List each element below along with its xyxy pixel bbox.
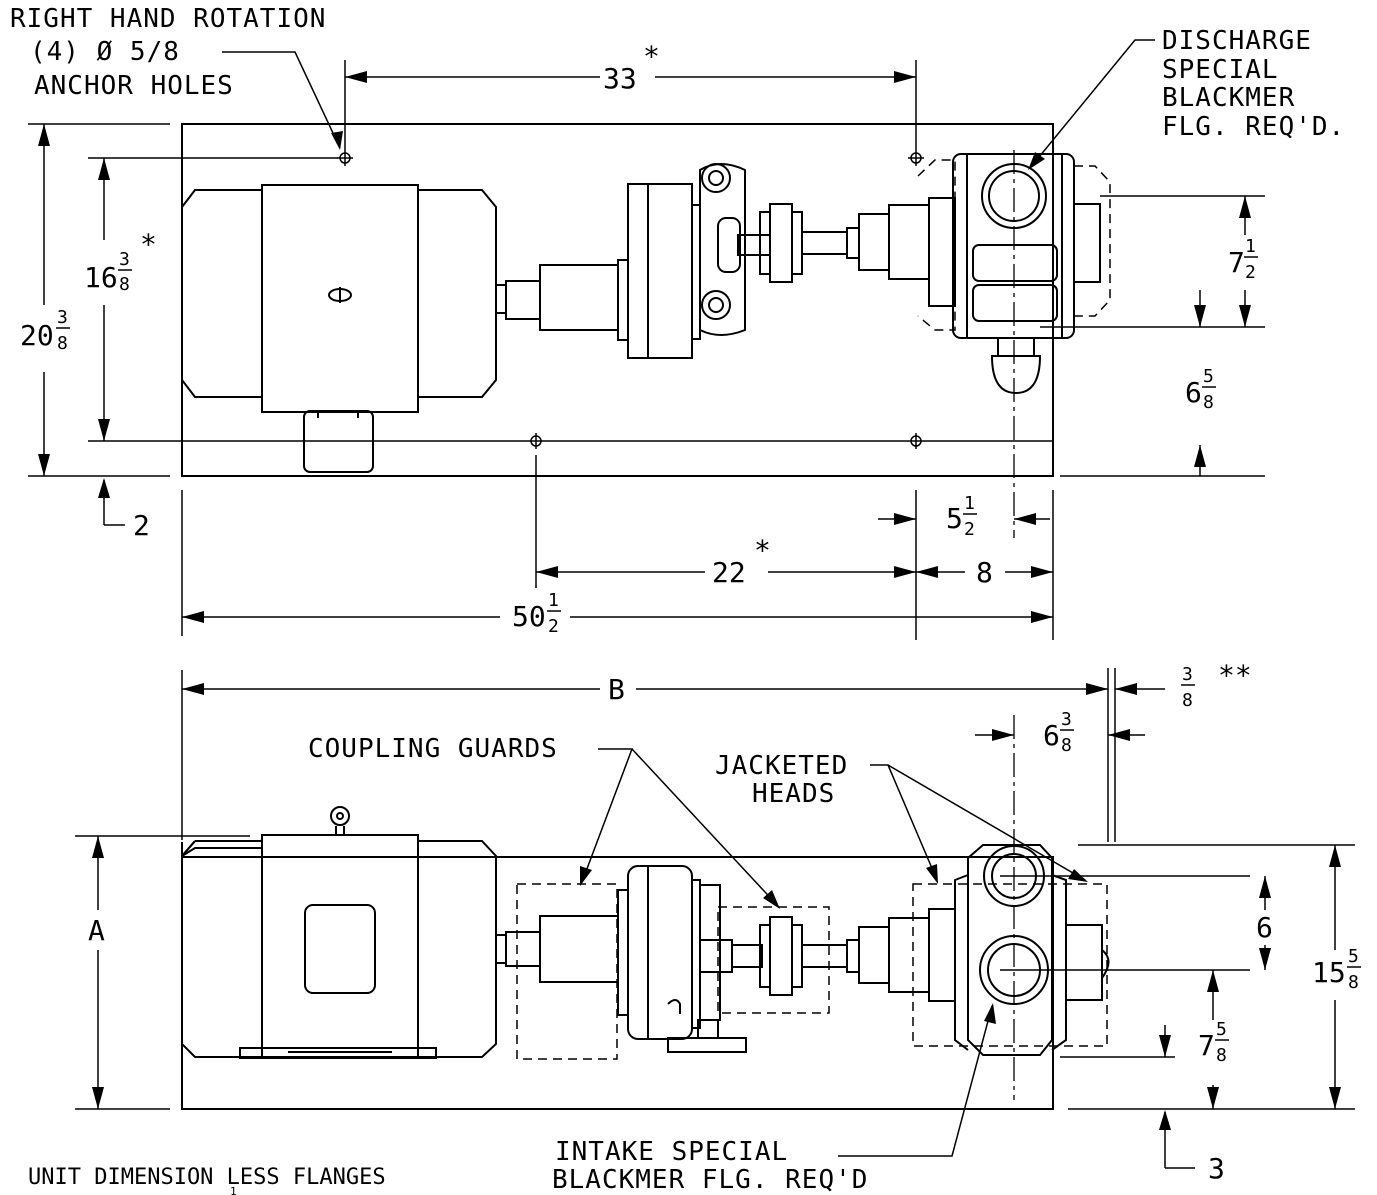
dim-50-den: 2 <box>548 616 559 637</box>
dim-7b-den: 8 <box>1216 1045 1227 1066</box>
labels: RIGHT HAND ROTATION (4) Ø 5/8 ANCHOR HOL… <box>10 4 1361 1195</box>
dim-2: 2 <box>133 509 150 542</box>
dim-3: 3 <box>1208 1152 1225 1185</box>
dim-7b-whole: 7 <box>1198 1029 1215 1062</box>
dim-8: 8 <box>976 556 993 589</box>
coupling-guard-1 <box>516 883 618 1060</box>
dim-6a-num: 5 <box>1203 366 1214 387</box>
discharge-special: SPECIAL <box>1162 55 1279 85</box>
dim-50-whole: 50 <box>512 600 546 633</box>
dim-7b-num: 5 <box>1216 1019 1227 1040</box>
dim-3-8-mark: ** <box>1218 659 1252 692</box>
coupling-plan <box>759 203 860 283</box>
dim-33-mark: * <box>643 40 660 73</box>
dim-20-num: 3 <box>57 307 68 328</box>
dim-16-whole: 16 <box>84 261 118 294</box>
coupling-guards-label: COUPLING GUARDS <box>308 734 558 764</box>
discharge-blackmer: BLACKMER <box>1162 83 1295 113</box>
elevation-view <box>181 715 1250 1110</box>
unit-dimension-note: UNIT DIMENSION LESS FLANGES <box>28 1165 386 1190</box>
dim-5-num: 1 <box>964 493 975 514</box>
rotation-note: RIGHT HAND ROTATION <box>10 4 326 34</box>
dim-7a-num: 1 <box>1245 236 1256 257</box>
dim-5-den: 2 <box>964 519 975 540</box>
discharge-label: DISCHARGE <box>1162 26 1312 56</box>
dim-20-whole: 20 <box>20 319 54 352</box>
pump-plan <box>858 153 1111 395</box>
dim-22: 22 <box>712 556 746 589</box>
dim-20-den: 8 <box>57 333 68 354</box>
anchor-holes <box>337 150 924 449</box>
dim-7a-den: 2 <box>1245 262 1256 283</box>
dim-3-8-den: 8 <box>1182 690 1193 711</box>
jacketed-heads <box>912 883 1108 1047</box>
dim-50-num: 1 <box>548 590 559 611</box>
reducer-side <box>539 865 747 1053</box>
dim-16-num: 3 <box>119 249 130 270</box>
motor-side <box>181 806 541 1059</box>
dim-6: 6 <box>1256 911 1273 944</box>
coupling-guard-2 <box>717 906 830 1014</box>
dim-5-whole: 5 <box>946 502 963 535</box>
anchor-holes-label: ANCHOR HOLES <box>34 71 234 101</box>
dim-15-num: 5 <box>1348 946 1359 967</box>
unit-note-mark: 1 <box>230 1185 237 1195</box>
dim-A: A <box>88 914 105 947</box>
coupling-side <box>731 916 860 996</box>
dim-6b-whole: 6 <box>1043 719 1060 752</box>
dimension-lines <box>28 60 1355 1169</box>
dim-7a-whole: 7 <box>1228 246 1245 279</box>
dim-15-whole: 15 <box>1312 956 1346 989</box>
jacketed-label: JACKETED <box>715 751 848 781</box>
dim-6b-num: 3 <box>1061 709 1072 730</box>
dim-6b-den: 8 <box>1061 735 1072 756</box>
dim-16-den: 8 <box>119 274 130 295</box>
anchor-hole-size: (4) Ø 5/8 <box>30 37 180 67</box>
dim-6a-den: 8 <box>1203 392 1214 413</box>
plan-view <box>181 123 1111 538</box>
dim-16-mark: * <box>140 228 157 261</box>
dim-B: B <box>608 673 625 706</box>
dim-6a-whole: 6 <box>1185 376 1202 409</box>
reducer-plan <box>539 163 771 359</box>
dim-15-den: 8 <box>1348 972 1359 993</box>
leader-lines <box>222 39 1155 1157</box>
dim-33: 33 <box>603 62 637 95</box>
discharge-flange: FLG. REQ'D. <box>1162 112 1345 142</box>
heads-label: HEADS <box>752 779 835 809</box>
intake-label: INTAKE SPECIAL <box>555 1137 788 1167</box>
motor-plan <box>181 184 541 473</box>
pump-side <box>858 844 1110 1056</box>
dim-3-8-num: 3 <box>1182 664 1193 685</box>
dim-22-mark: * <box>754 534 771 567</box>
intake-flange-label: BLACKMER FLG. REQ'D <box>552 1165 868 1195</box>
